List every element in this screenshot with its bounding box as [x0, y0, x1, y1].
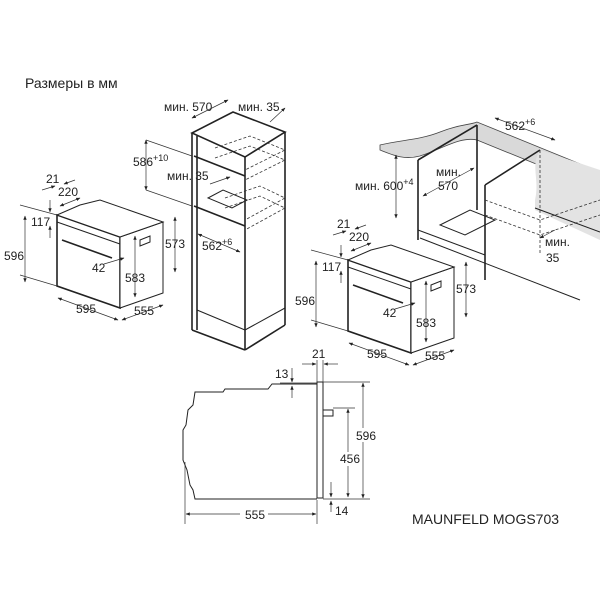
oven2-top-depth-label: 220	[349, 230, 369, 244]
oven-inner-height-label: 583	[125, 271, 145, 285]
oven-top-depth-label: 220	[58, 185, 78, 199]
page-title: Размеры в мм	[25, 75, 118, 91]
oven2-panel-height-label: 117	[322, 260, 341, 274]
under-counter-cabinet: 562+6 мин. 600+4 мин. 570 мин. 35	[355, 117, 600, 301]
cabinet-niche-height-label: 586+10	[133, 153, 168, 169]
oven2-width-label: 595	[367, 347, 387, 361]
oven-isometric-right: 21 220 117 596 42 583 573 595 555	[295, 217, 476, 366]
counter-min-gap-label: 35	[546, 251, 560, 265]
oven2-front-depth-label: 21	[337, 217, 351, 231]
model-name: MAUNFELD MOGS703	[412, 511, 559, 527]
counter-min-depth-label: 570	[438, 179, 458, 193]
tall-cabinet: мин. 570 мин. 35 586+10 мин. 35 562+6	[133, 99, 287, 351]
oven2-depth-label: 555	[425, 349, 445, 363]
oven2-body-height-label: 573	[456, 282, 476, 296]
cabinet-min-depth-label: мин. 570	[164, 100, 213, 114]
oven-height-label: 596	[4, 249, 24, 263]
oven-body-height-label: 573	[165, 237, 185, 251]
oven-handle-offset-label: 42	[92, 261, 106, 275]
side-front-panel	[316, 381, 324, 499]
side-top-step-label: 13	[275, 367, 289, 381]
oven-width-label: 595	[76, 302, 96, 316]
counter-niche-width-label: 562+6	[505, 117, 535, 133]
oven2-height-label: 596	[295, 294, 315, 308]
side-bottom-offset-label: 14	[335, 504, 349, 518]
oven-depth-label: 555	[134, 304, 154, 318]
oven-front-depth-label: 21	[46, 172, 60, 186]
side-front-thickness-label: 21	[312, 347, 326, 361]
side-handle-height-label: 456	[340, 452, 360, 466]
side-height-label: 596	[356, 429, 376, 443]
side-depth-label: 555	[245, 508, 265, 522]
side-handle	[322, 409, 334, 417]
oven-handle	[61, 239, 113, 259]
oven2-handle-offset-label: 42	[383, 306, 397, 320]
oven-panel-height-label: 117	[31, 215, 50, 229]
cabinet-min-gap-label: мин. 35	[238, 100, 280, 114]
counter-min-height-label: мин. 600+4	[355, 177, 414, 193]
oven2-inner-height-label: 583	[416, 316, 436, 330]
counter-min-gap-prefix: мин.	[545, 235, 570, 249]
oven-side-view: 21 13 596 456 14 555	[182, 347, 376, 524]
oven-isometric-left: 21 220 117 596 42 583 573 595 555	[4, 172, 185, 321]
counter-min-depth-prefix: мин.	[436, 165, 461, 179]
cabinet-vent-gap-label: мин. 35	[167, 169, 209, 183]
oven-top	[55, 199, 165, 238]
cabinet-niche-width-label: 562+6	[202, 237, 232, 253]
